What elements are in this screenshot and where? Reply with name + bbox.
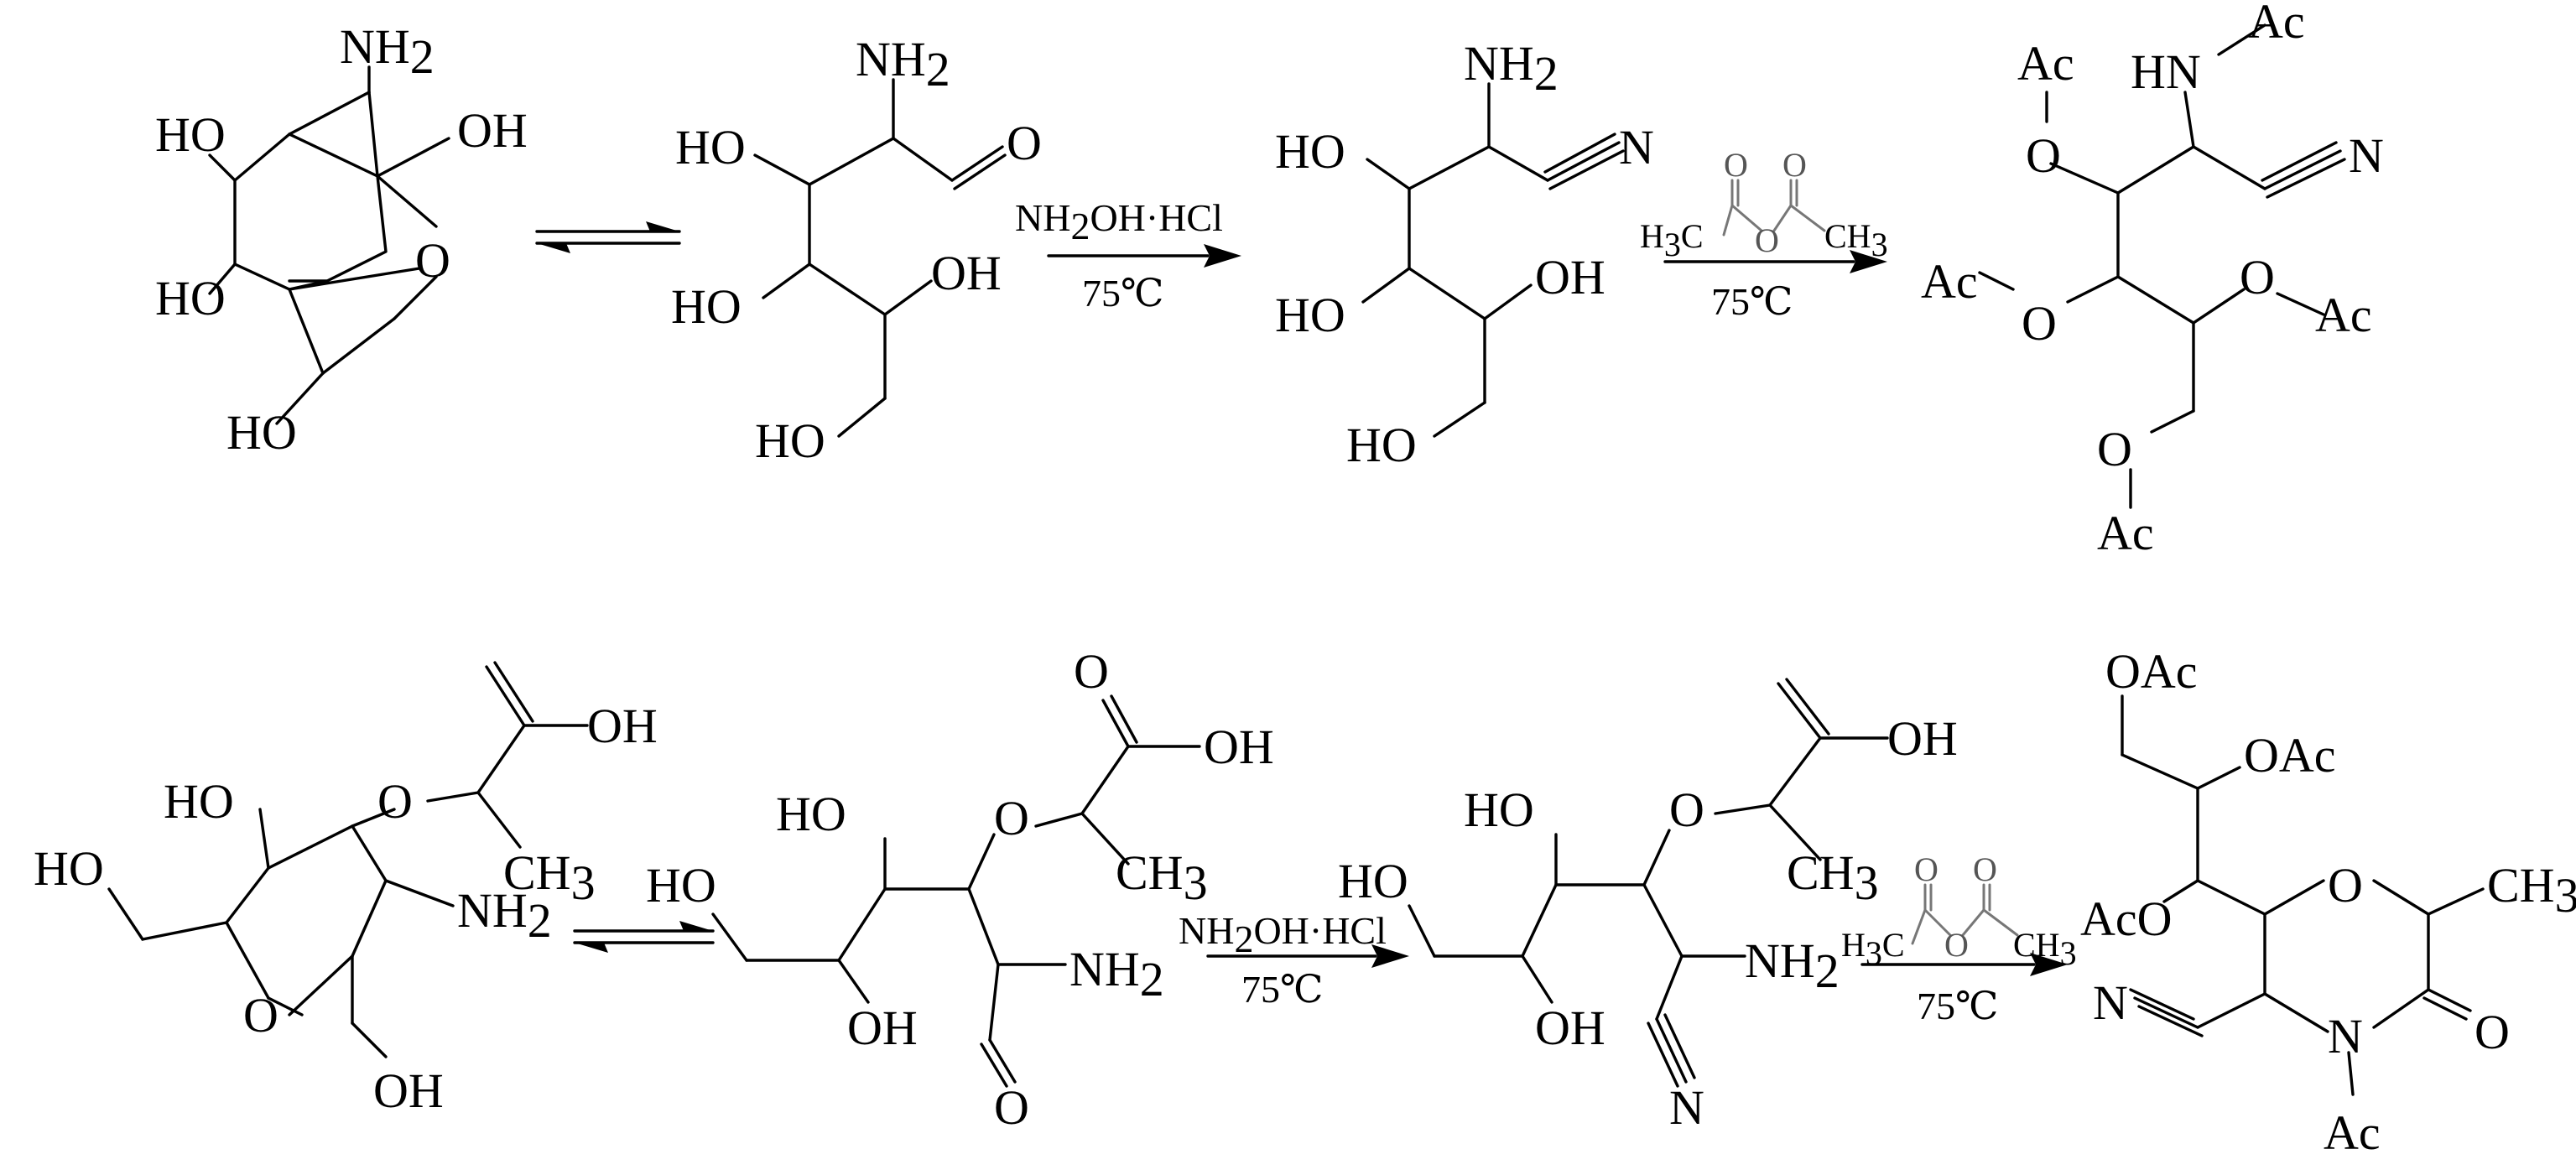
methyl-label: H3C [1640, 217, 1704, 263]
hydroxyl-label: OH [847, 1001, 918, 1055]
ring-oxygen-label: O [243, 988, 278, 1042]
methyl-label: CH3 [1116, 845, 1208, 910]
equilibrium-arrow [573, 921, 715, 953]
hydroxyl-label: OH [1887, 711, 1958, 766]
methyl-label: CH3 [503, 845, 596, 910]
carbonyl-oxygen-label: O [1973, 850, 1997, 888]
nitrile-nitrogen-label: N [1669, 1080, 1704, 1135]
hydroxyl-label: HO [34, 841, 104, 896]
acetic-anhydride-structure: O O O H3C CH3 [1640, 146, 1888, 263]
acetyl-label: Ac [2324, 1105, 2381, 1160]
methyl-label: H3C [1841, 926, 1905, 972]
acetyl-label: Ac [2017, 36, 2074, 91]
molecule-glucosamine-ring: NH2 HO OH O HO HO [155, 19, 528, 460]
hydroxyl-label: OH [457, 103, 528, 158]
methyl-label: CH3 [1824, 217, 1888, 263]
hydroxyl-label: HO [155, 271, 226, 325]
hydroxyl-label: HO [1275, 124, 1345, 179]
reaction-temperature: 75℃ [1241, 968, 1323, 1011]
hydroxyl-label: HO [155, 107, 226, 162]
methyl-label: CH3 [1787, 845, 1879, 910]
ether-oxygen-label: O [1669, 782, 1704, 837]
hydroxyl-label: HO [776, 787, 846, 841]
ester-oxygen-label: O [2022, 296, 2057, 351]
acetyl-label: Ac [2097, 506, 2154, 560]
nitrile-nitrogen-label: N [2093, 975, 2128, 1030]
equilibrium-arrow [535, 221, 681, 253]
acetoxy-label: OAc [2244, 728, 2336, 782]
molecule-muramic-nitrile: HO O OH CH3 HO NH2 OH N [1338, 678, 1958, 1135]
amino-label: NH2 [340, 19, 435, 84]
amino-label: NH2 [1745, 933, 1840, 998]
acetyl-label: Ac [2248, 0, 2305, 49]
hydroxyl-label: OH [1535, 1001, 1605, 1055]
reaction-arrow-acetylation: 75℃ [1663, 250, 1887, 323]
hydroxyl-label: HO [646, 858, 716, 912]
reaction-arrow-acetylation: 75℃ [1860, 953, 2068, 1027]
hydroxyl-label: OH [373, 1063, 444, 1118]
hydroxyl-label: OH [931, 246, 1002, 300]
nitrile-nitrogen-label: N [1619, 120, 1654, 174]
aldehyde-oxygen-label: O [994, 1080, 1029, 1135]
amino-label: NH2 [856, 32, 950, 96]
hydroxyl-label: OH [587, 699, 658, 753]
hydroxyl-label: OH [1535, 250, 1605, 304]
ester-oxygen-label: O [2240, 250, 2275, 304]
reaction-temperature: 75℃ [1711, 280, 1793, 323]
bridging-oxygen-label: O [1944, 926, 1969, 964]
hydroxyl-label: HO [164, 774, 234, 829]
hydroxyl-label: HO [1464, 782, 1534, 837]
methyl-label: CH3 [2487, 858, 2576, 923]
molecule-glucosamine-open: NH2 O HO HO OH HO [671, 32, 1042, 468]
molecule-muramic-ring: HO O OH CH3 HO NH2 O OH [34, 661, 658, 1118]
molecule-muramic-open: HO O O OH CH3 HO NH2 OH O [646, 644, 1274, 1135]
acetamido-nh-label: HN [2131, 44, 2201, 99]
reagent-hydroxylamine: NH2OH·HCl [1179, 909, 1387, 960]
acetic-anhydride-structure: O O O H3C CH3 [1841, 850, 2077, 972]
amino-label: NH2 [1069, 942, 1164, 1006]
reagent-hydroxylamine: NH2OH·HCl [1015, 196, 1223, 247]
molecule-aminonitrile: NH2 N HO HO OH HO [1275, 36, 1654, 472]
carbonyl-oxygen-label: O [1914, 850, 1939, 888]
amino-label: NH2 [1464, 36, 1559, 101]
hydroxyl-label: HO [1338, 854, 1408, 908]
hydroxyl-label: HO [675, 120, 746, 174]
hydroxyl-label: HO [1346, 418, 1417, 472]
ether-oxygen-label: O [994, 791, 1029, 845]
nitrile-nitrogen-label: N [2349, 128, 2384, 183]
hydroxyl-label: HO [226, 405, 297, 460]
reaction-arrow-oximation: NH2OH·HCl 75℃ [1015, 196, 1241, 315]
bridging-oxygen-label: O [1755, 221, 1779, 259]
hydroxyl-label: HO [671, 279, 742, 334]
ring-nitrogen-label: N [2328, 1009, 2363, 1063]
reaction-temperature: 75℃ [1082, 272, 1163, 315]
ester-oxygen-label: O [2097, 422, 2132, 476]
acetoxy-label: OAc [2105, 644, 2198, 699]
hydroxyl-label: HO [1275, 288, 1345, 342]
molecule-acetylated-nitrile: Ac HN N Ac O Ac O O Ac O Ac [1921, 0, 2384, 560]
carbonyl-oxygen-label: O [1782, 146, 1807, 184]
ring-oxygen-label: O [415, 233, 450, 288]
hydroxyl-label: HO [755, 413, 825, 468]
acetoxy-label: AcO [2080, 892, 2173, 946]
ring-oxygen-label: O [2328, 858, 2363, 912]
aldehyde-oxygen-label: O [1007, 116, 1042, 170]
molecule-morpholinone-product: OAc OAc AcO O CH3 O N N Ac [2080, 644, 2576, 1160]
reaction-temperature: 75℃ [1917, 985, 1998, 1027]
carbonyl-oxygen-label: O [1724, 146, 1748, 184]
acetyl-label: Ac [1921, 254, 1978, 309]
carbonyl-oxygen-label: O [2475, 1005, 2510, 1059]
acetyl-label: Ac [2315, 288, 2372, 342]
reaction-arrow-oximation: NH2OH·HCl 75℃ [1179, 909, 1409, 1011]
ether-oxygen-label: O [377, 774, 413, 829]
ester-oxygen-label: O [2026, 128, 2061, 183]
hydroxyl-label: OH [1204, 720, 1274, 774]
amino-label: NH2 [457, 883, 552, 948]
carbonyl-oxygen-label: O [1074, 644, 1109, 699]
